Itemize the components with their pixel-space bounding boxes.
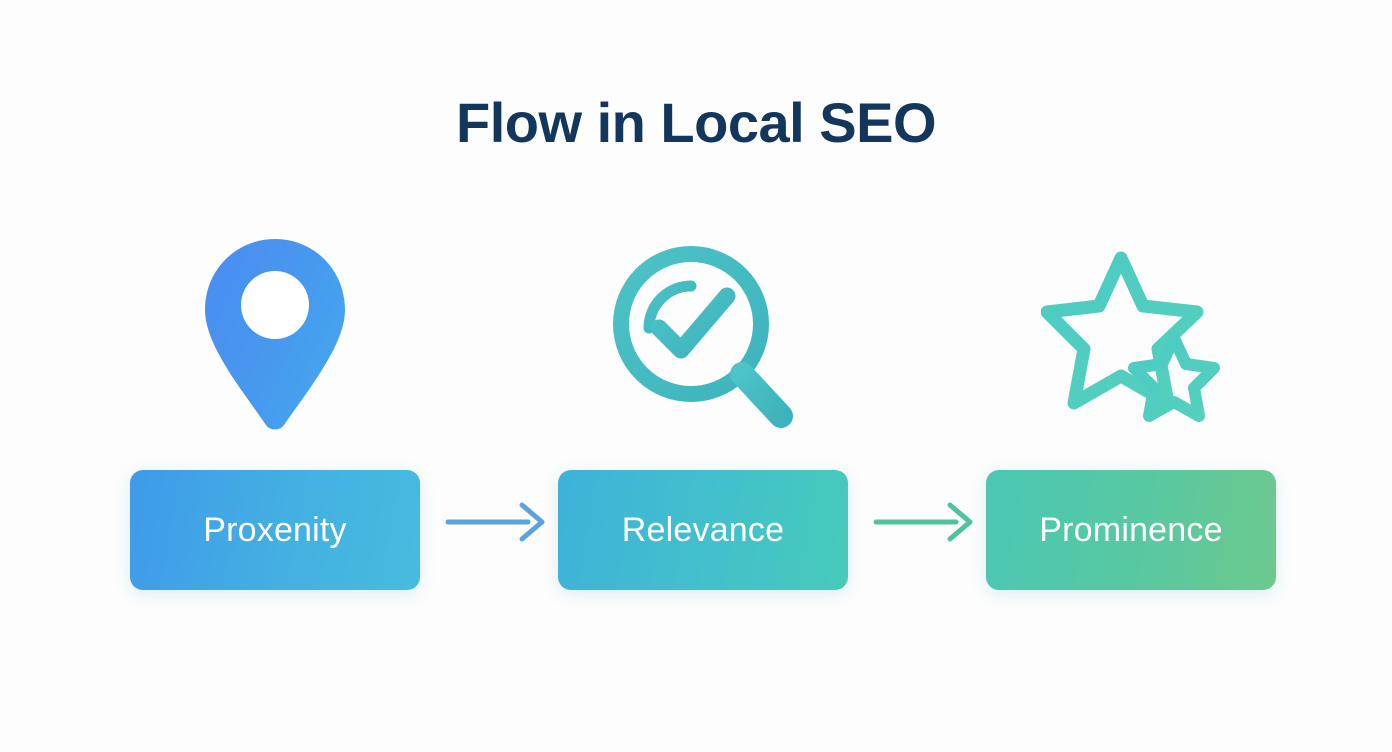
step-box-proxenity[interactable]: Proxenity xyxy=(130,470,420,590)
step-box-prominence[interactable]: Prominence xyxy=(986,470,1276,590)
icon-container-proxenity xyxy=(130,230,420,445)
icon-container-prominence xyxy=(986,230,1276,445)
flow-step-proxenity: Proxenity xyxy=(130,230,420,590)
connector-proxenity-to-relevance xyxy=(442,495,552,549)
flow-step-prominence: Prominence xyxy=(986,230,1276,590)
connector-relevance-to-prominence xyxy=(870,495,980,549)
step-label-prominence: Prominence xyxy=(1039,510,1223,549)
arrow-right-icon xyxy=(442,502,552,553)
flow-row: Proxenity xyxy=(0,230,1392,600)
step-label-proxenity: Proxenity xyxy=(203,510,347,549)
icon-container-relevance xyxy=(558,230,848,445)
magnifier-check-icon xyxy=(605,240,801,435)
page-title: Flow in Local SEO xyxy=(456,91,937,154)
step-label-relevance: Relevance xyxy=(621,510,785,549)
two-stars-icon xyxy=(1040,244,1221,431)
map-pin-icon xyxy=(200,235,350,440)
flow-step-relevance: Relevance xyxy=(558,230,848,590)
arrow-right-icon xyxy=(870,502,980,553)
step-box-relevance[interactable]: Relevance xyxy=(558,470,848,590)
